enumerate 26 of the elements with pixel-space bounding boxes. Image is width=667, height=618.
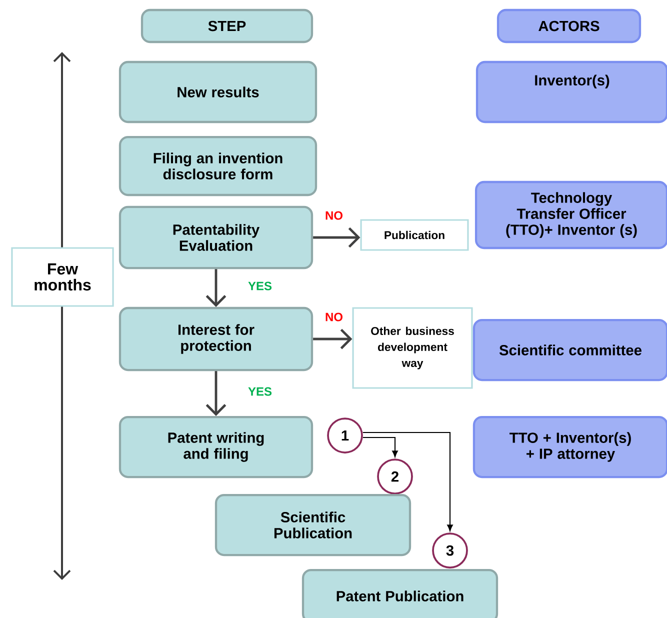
process-box: Filing an invention disclosure form xyxy=(118,136,318,196)
edge-label: YES xyxy=(246,280,274,292)
outcome-box: Publication xyxy=(360,219,469,251)
outcome-box: Other business development way xyxy=(352,307,473,389)
arrow xyxy=(362,432,453,532)
edge-label: YES xyxy=(246,386,274,398)
arrow xyxy=(313,227,360,248)
process-box: Patentability Evaluation xyxy=(118,206,314,270)
process-box: Patent writing and filing xyxy=(118,416,314,478)
actor-box: Technology Transfer Officer (TTO)+ Inventor (s) xyxy=(474,180,667,250)
process-box: Interest for protection xyxy=(118,306,314,372)
edge-label: NO xyxy=(324,311,344,323)
duration-box: Few months xyxy=(11,247,114,307)
arrow xyxy=(206,371,226,416)
actor-box: Inventor(s) xyxy=(476,60,667,124)
header-box: STEP xyxy=(140,8,314,44)
process-box: Scientific Publication xyxy=(214,494,412,556)
process-box: New results xyxy=(118,60,318,124)
actor-box: TTO + Inventor(s) + IP attorney xyxy=(472,416,667,478)
edge-label: NO xyxy=(324,210,344,222)
arrow xyxy=(313,328,352,350)
actor-box: Scientific committee xyxy=(472,318,667,382)
arrow xyxy=(206,269,226,307)
process-box: Patent Publication xyxy=(302,568,498,618)
header-box: ACTORS xyxy=(496,8,642,44)
arrow xyxy=(362,436,398,458)
